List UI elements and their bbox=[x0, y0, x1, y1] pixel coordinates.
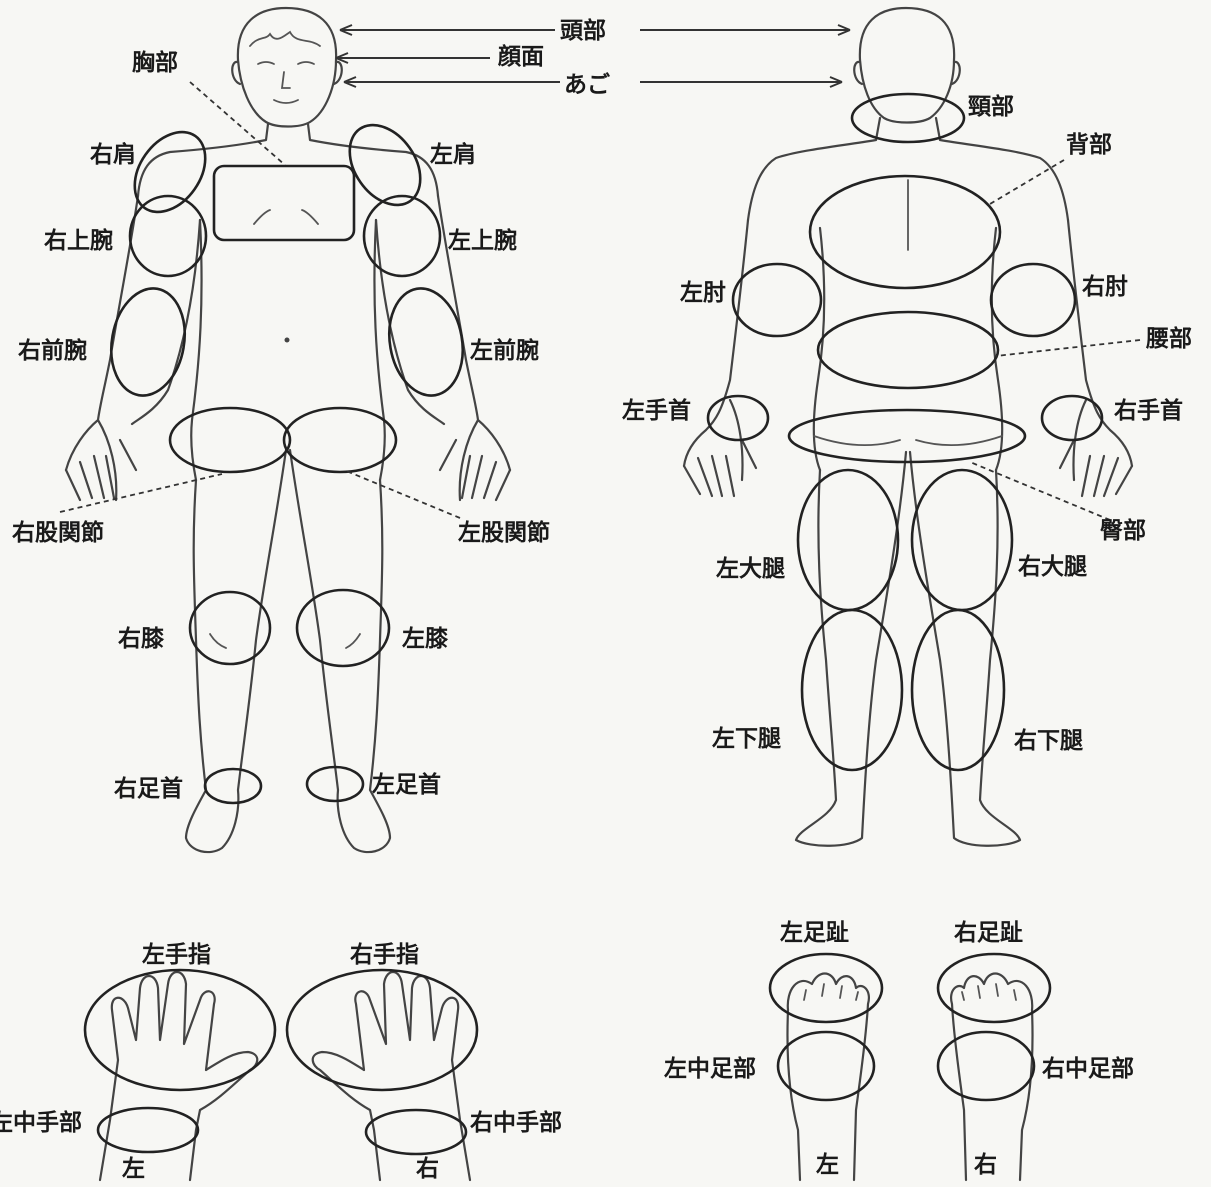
region-neck[interactable] bbox=[852, 94, 964, 142]
foot-region-outlines bbox=[770, 954, 1050, 1100]
front-region-outlines bbox=[103, 112, 471, 803]
label-hand-left-caption: 左 bbox=[122, 1156, 145, 1182]
label-back-right-elbow: 右肘 bbox=[1082, 273, 1128, 300]
label-back-left-elbow: 左肘 bbox=[680, 280, 726, 306]
label-back-left-wrist: 左手首 bbox=[622, 397, 691, 424]
label-left-hip-joint: 左股関節 bbox=[458, 519, 550, 546]
region-labels: 頭部 顔面 あご 胸部 右肩 左肩 右上腕 左上腕 右前腕 左前腕 右股関節 左… bbox=[0, 17, 1192, 1182]
label-back-left-thigh: 左大腿 bbox=[716, 556, 785, 582]
label-neck: 頸部 bbox=[968, 93, 1014, 120]
label-right-knee: 右膝 bbox=[118, 625, 165, 652]
label-buttocks: 臀部 bbox=[1100, 517, 1146, 544]
label-back-left-lower-leg: 左下腿 bbox=[712, 726, 781, 752]
label-right-fingers: 右手指 bbox=[350, 941, 419, 968]
label-left-knee: 左膝 bbox=[402, 626, 449, 652]
label-left-midfoot: 左中足部 bbox=[664, 1055, 756, 1082]
label-right-toes: 右足趾 bbox=[954, 919, 1023, 946]
region-right-upper-arm[interactable] bbox=[130, 196, 206, 276]
label-hand-right-caption: 右 bbox=[416, 1155, 439, 1182]
label-waist: 腰部 bbox=[1145, 325, 1192, 352]
label-right-shoulder: 右肩 bbox=[90, 141, 136, 168]
label-back-right-thigh: 右大腿 bbox=[1018, 553, 1087, 580]
region-back-left-thigh[interactable] bbox=[798, 470, 898, 610]
back-region-outlines bbox=[708, 94, 1102, 770]
hands-figure bbox=[100, 972, 470, 1180]
region-chest[interactable] bbox=[214, 166, 354, 240]
label-left-ankle: 左足首 bbox=[372, 771, 441, 798]
label-left-upper-arm: 左上腕 bbox=[448, 227, 517, 254]
label-left-fingers: 左手指 bbox=[142, 942, 211, 968]
region-right-hip-joint[interactable] bbox=[170, 408, 290, 472]
region-waist[interactable] bbox=[818, 312, 998, 388]
region-right-midhand[interactable] bbox=[366, 1110, 466, 1154]
label-right-upper-arm: 右上腕 bbox=[44, 227, 113, 254]
region-left-midhand[interactable] bbox=[98, 1108, 198, 1152]
label-left-forearm: 左前腕 bbox=[470, 337, 539, 364]
back-body-figure bbox=[684, 8, 1132, 846]
label-right-forearm: 右前腕 bbox=[18, 337, 87, 364]
label-back-right-wrist: 右手首 bbox=[1114, 397, 1183, 424]
label-face: 顔面 bbox=[497, 43, 544, 70]
label-head: 頭部 bbox=[560, 17, 606, 44]
region-left-hip-joint[interactable] bbox=[284, 408, 396, 472]
label-left-shoulder: 左肩 bbox=[430, 141, 476, 168]
region-buttocks[interactable] bbox=[789, 410, 1025, 462]
region-back[interactable] bbox=[810, 176, 1000, 288]
label-right-hip-joint: 右股関節 bbox=[12, 519, 104, 546]
label-foot-left-caption: 左 bbox=[816, 1152, 839, 1178]
region-right-midfoot[interactable] bbox=[938, 1032, 1034, 1100]
region-back-right-lower-leg[interactable] bbox=[912, 610, 1004, 770]
region-right-forearm[interactable] bbox=[103, 283, 193, 402]
label-left-toes: 左足趾 bbox=[780, 920, 849, 946]
label-right-midfoot: 右中足部 bbox=[1042, 1055, 1134, 1082]
hand-region-outlines bbox=[85, 970, 477, 1154]
label-back: 背部 bbox=[1066, 131, 1112, 158]
region-back-right-elbow[interactable] bbox=[991, 264, 1075, 336]
region-back-right-wrist[interactable] bbox=[1042, 396, 1102, 440]
label-right-ankle: 右足首 bbox=[114, 775, 183, 802]
label-chin: あご bbox=[564, 71, 610, 98]
label-foot-right-caption: 右 bbox=[974, 1151, 997, 1178]
region-left-midfoot[interactable] bbox=[778, 1032, 874, 1100]
label-chest: 胸部 bbox=[132, 49, 178, 76]
label-back-right-lower-leg: 右下腿 bbox=[1014, 727, 1083, 754]
region-right-ankle[interactable] bbox=[205, 769, 261, 803]
region-back-left-elbow[interactable] bbox=[733, 264, 821, 336]
label-left-midhand: 左中手部 bbox=[0, 1109, 82, 1136]
label-right-midhand: 右中手部 bbox=[470, 1109, 562, 1136]
region-back-left-wrist[interactable] bbox=[708, 396, 768, 440]
region-left-knee[interactable] bbox=[297, 590, 389, 666]
region-left-shoulder[interactable] bbox=[335, 112, 435, 218]
feet-figure bbox=[787, 974, 1032, 1181]
region-back-left-lower-leg[interactable] bbox=[802, 610, 902, 770]
